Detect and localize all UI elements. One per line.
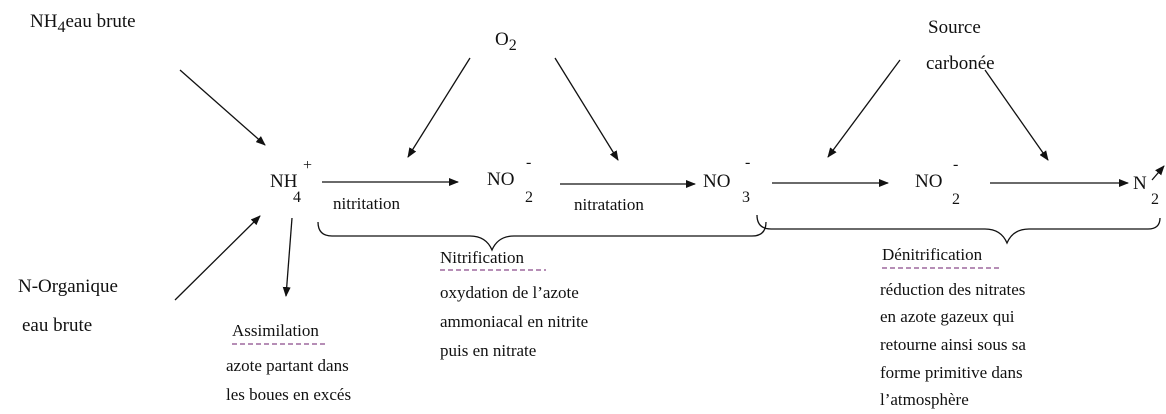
nitrification-line-3: puis en nitrate — [440, 341, 537, 360]
nitrification-line-2: ammoniacal en nitrite — [440, 312, 589, 331]
arrow-nh4-raw-to-nh4 — [179, 69, 266, 146]
input-nh4-raw-subscript: 4 — [57, 18, 66, 36]
input-carbon-line2: carbonée — [926, 53, 995, 74]
input-nh4-raw-symbol: NH — [30, 11, 58, 32]
input-o2-subscript: 2 — [508, 36, 517, 54]
species-no2-second-subscript: 2 — [952, 191, 960, 208]
species-nh4-subscript: 4 — [293, 189, 301, 206]
species-nh4-symbol: NH — [270, 171, 298, 192]
assimilation-title: Assimilation — [232, 321, 319, 340]
denitrification-title: Dénitrification — [882, 245, 983, 264]
species-no2-second: NO — [915, 171, 943, 192]
step-nitritation: nitritation — [333, 194, 401, 213]
arrow-norg-to-nh4 — [174, 215, 261, 301]
arrow-o2-to-nitratation — [554, 57, 619, 161]
species-no3: NO — [703, 171, 731, 192]
assimilation-line-2: les boues en excés — [226, 385, 352, 404]
brace-nitrification — [317, 221, 767, 252]
denitrification-line-4: forme primitive dans — [880, 363, 1023, 382]
species-no2-first: NO — [487, 169, 515, 190]
species-no2-first-charge: - — [526, 154, 532, 171]
species-no3-subscript: 3 — [742, 189, 750, 206]
denitrification-line-2: en azote gazeux qui — [880, 307, 1015, 326]
assimilation-line-1: azote partant dans — [226, 356, 349, 375]
nitrification-title: Nitrification — [440, 248, 525, 267]
denitrification-line-5: l’atmosphère — [880, 390, 969, 409]
species-no2-first-subscript: 2 — [525, 189, 533, 206]
input-o2-symbol: O — [495, 29, 509, 50]
arrow-o2-to-nitritation — [407, 57, 471, 158]
denitrification-line-1: réduction des nitrates — [880, 280, 1026, 299]
input-o2: O2 — [495, 30, 517, 54]
input-norg-line1: N-Organique — [18, 276, 118, 297]
arrow-carbon-to-denit1 — [827, 59, 901, 158]
species-n2-subscript: 2 — [1151, 191, 1159, 208]
input-nh4-raw-suffix: eau brute — [65, 11, 136, 32]
species-n2: N — [1133, 173, 1147, 194]
species-no3-charge: - — [745, 154, 751, 171]
denitrification-line-3: retourne ainsi sous sa — [880, 335, 1026, 354]
nitrification-line-1: oxydation de l’azote — [440, 283, 579, 302]
arrow-nh4-to-assimilation — [282, 217, 293, 297]
species-no2-second-charge: - — [953, 156, 959, 173]
step-nitratation: nitratation — [574, 195, 644, 214]
input-nh4-raw-water: NH4eau brute — [30, 12, 136, 36]
input-norg-line2: eau brute — [22, 315, 93, 336]
arrow-n2-up — [1151, 165, 1165, 181]
brace-denitrification — [756, 214, 1161, 245]
species-nh4: NH — [270, 172, 297, 191]
arrow-carbon-to-denit2 — [984, 69, 1049, 161]
species-nh4-charge: + — [303, 157, 313, 174]
input-carbon-line1: Source — [928, 17, 981, 38]
